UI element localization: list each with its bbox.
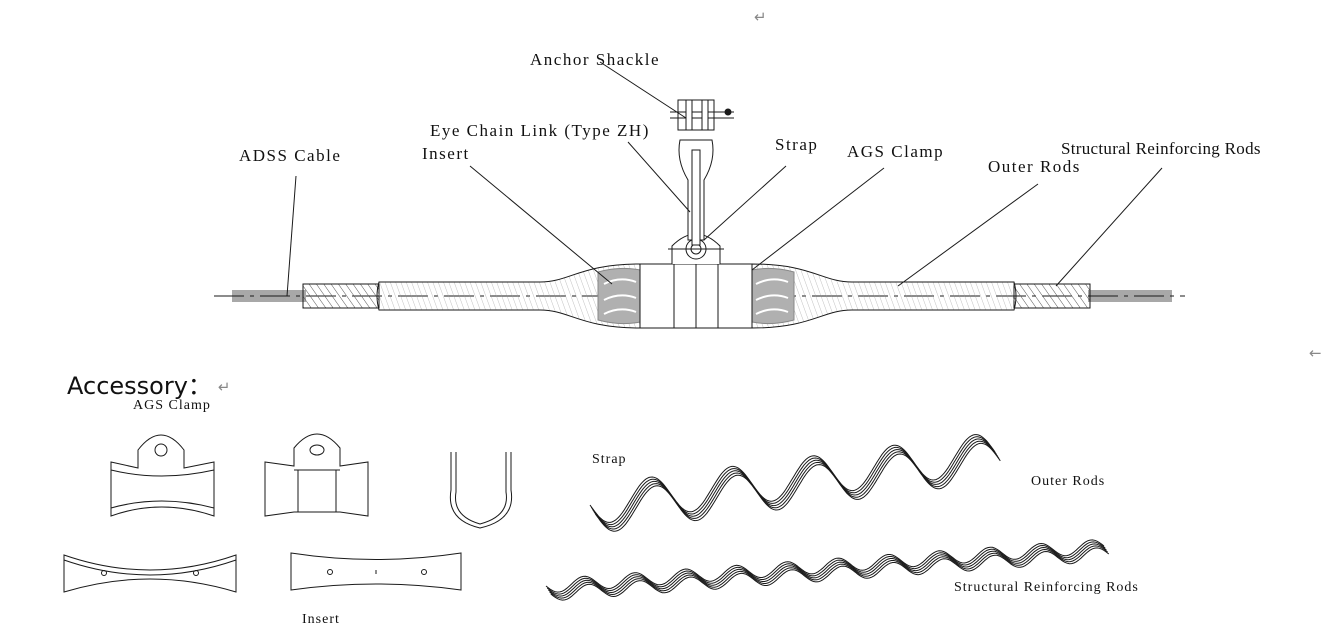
- leader-strap: [703, 165, 787, 241]
- ags-clamp-part-2: [264, 433, 369, 517]
- ags-clamp-part-1: [110, 434, 215, 517]
- label-eye-chain-link: Eye Chain Link (Type ZH): [430, 121, 650, 140]
- accessory-heading: Accessory：↵: [67, 372, 231, 400]
- label-acc-outer-rods: Outer Rods: [1031, 474, 1106, 489]
- label-acc-insert: Insert: [302, 612, 340, 627]
- outer-rods-right: [751, 263, 1017, 329]
- structural-rods-part: [545, 539, 1110, 601]
- paragraph-mark-right: ←: [1309, 344, 1322, 362]
- label-acc-ags-clamp: AGS Clamp: [133, 398, 211, 413]
- leader-anchor-shackle: [599, 61, 687, 119]
- outer-rods-part: [589, 434, 1001, 532]
- label-anchor-shackle: Anchor Shackle: [530, 50, 661, 69]
- helixB-strand: [549, 545, 1108, 599]
- label-outer-rods: Outer Rods: [988, 157, 1081, 176]
- helixB-strand: [545, 539, 1105, 593]
- anchor-shackle: [677, 99, 715, 131]
- helixB-strand: [550, 547, 1110, 601]
- helixA-strand: [593, 440, 1000, 530]
- main-assembly: [214, 61, 1185, 329]
- leader-ags-clamp: [751, 167, 885, 271]
- adss-cable-right: [1088, 290, 1172, 302]
- outer-rods-left: [376, 263, 641, 329]
- structural-rods-left: [302, 283, 380, 309]
- helixA-strand: [592, 438, 999, 528]
- label-acc-strap: Strap: [592, 452, 627, 467]
- helixB-strand: [546, 541, 1106, 595]
- label-insert: Insert: [422, 144, 470, 163]
- insert-part-1: [63, 554, 237, 593]
- paragraph-mark-accessory: ↵: [217, 378, 231, 396]
- leader-outer-rods: [897, 183, 1039, 287]
- leader-adss: [286, 175, 297, 297]
- label-acc-structural-rods: Structural Reinforcing Rods: [954, 580, 1139, 595]
- accessory-drawings: [63, 433, 1110, 601]
- helixB-strand: [548, 543, 1107, 597]
- helixA-strand: [589, 434, 996, 523]
- paragraph-mark-top: ↵: [754, 8, 767, 26]
- helixA-strand: [590, 436, 997, 526]
- strap-part: [449, 452, 513, 529]
- label-adss-cable: ADSS Cable: [239, 146, 342, 165]
- label-ags-clamp: AGS Clamp: [847, 142, 945, 161]
- leader-structural-rods: [1055, 167, 1163, 287]
- label-strap: Strap: [775, 135, 819, 154]
- insert-part-2: [290, 552, 462, 591]
- leader-insert: [469, 165, 613, 285]
- label-structural-rods: Structural Reinforcing Rods: [1061, 139, 1261, 158]
- structural-rods-right: [1013, 283, 1091, 309]
- helixA-strand: [594, 442, 1001, 532]
- leader-eye-chain: [627, 141, 691, 213]
